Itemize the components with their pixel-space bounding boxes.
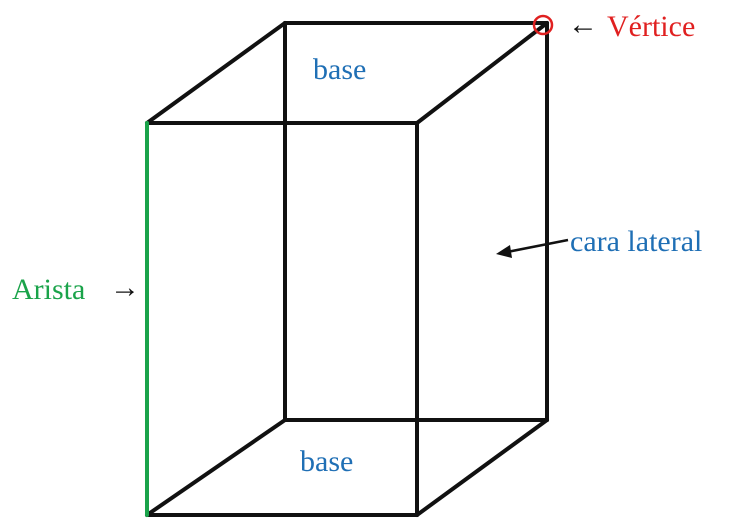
lateral-face-arrow-head bbox=[496, 245, 512, 258]
depth-edge-top-right bbox=[415, 21, 549, 125]
base-bottom-label: base bbox=[300, 445, 353, 478]
edge-arrow-icon: → bbox=[110, 271, 140, 304]
depth-edge-bottom-right bbox=[415, 418, 549, 517]
base-top-label: base bbox=[313, 53, 366, 86]
vertex-arrow-icon: ← bbox=[568, 8, 598, 41]
depth-edge-top-left bbox=[145, 21, 287, 125]
lateral-face-arrow-shaft bbox=[506, 238, 569, 254]
vertex-label: Vértice bbox=[607, 10, 695, 43]
vertex-marker-circle bbox=[532, 14, 554, 36]
edge-label: Arista bbox=[12, 273, 85, 306]
depth-edge-bottom-left bbox=[145, 418, 287, 517]
lateral-face-label: cara lateral bbox=[570, 225, 702, 258]
